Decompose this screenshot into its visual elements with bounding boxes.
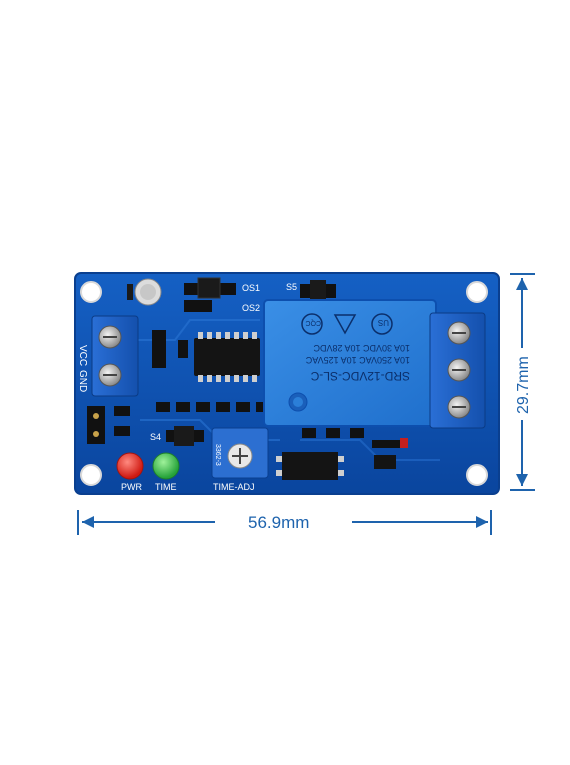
pwr-led [116, 452, 144, 480]
s4-jumper [166, 426, 204, 446]
ul-mark-text: US [378, 318, 389, 327]
ic-chip [194, 332, 260, 382]
time-adj-label: TIME-ADJ [213, 482, 255, 492]
time-label: TIME [155, 482, 177, 492]
height-dimension [510, 273, 535, 491]
cqc-mark-icon: CQC [301, 313, 323, 335]
gnd-label: GND [77, 370, 88, 392]
cqc-mark-text: CQC [305, 319, 321, 326]
mounting-hole [80, 464, 102, 486]
arrow-right-icon [476, 516, 488, 528]
relay-rating-line-1: 10A 250VAC 10A 125VAC [305, 355, 410, 365]
s5-label: S5 [286, 282, 297, 292]
pwr-label: PWR [121, 482, 142, 492]
s5-jumper [300, 280, 336, 300]
pin-header [87, 406, 130, 444]
relay-model-text: SRD-12VDC-SL-C [310, 369, 410, 383]
warning-triangle-icon [333, 314, 357, 335]
s4-label: S4 [150, 432, 161, 442]
potentiometer [211, 427, 269, 479]
width-label: 56.9mm [248, 513, 309, 532]
vcc-label: VCC [77, 345, 88, 366]
os2-label: OS2 [242, 303, 260, 313]
time-led [152, 452, 180, 480]
arrow-up-icon [516, 278, 528, 290]
capacitor [127, 278, 162, 306]
arrow-left-icon [82, 516, 94, 528]
relay-rating-line-2: 10A 30VDC 10A 28VDC [313, 343, 410, 353]
mounting-hole [466, 281, 488, 303]
mounting-hole [466, 464, 488, 486]
output-terminal-block [429, 312, 486, 429]
pot-code-label: 3362-3 [214, 444, 221, 466]
mounting-hole [80, 281, 102, 303]
os1-label: OS1 [242, 283, 260, 293]
smd-diode [152, 330, 166, 368]
os-jumper [184, 277, 236, 312]
height-label: 29.7mm [515, 356, 532, 414]
optocoupler [276, 452, 344, 480]
transistor [372, 438, 408, 469]
arrow-down-icon [516, 474, 528, 486]
ul-mark-icon: US [371, 313, 393, 335]
width-dimension [77, 510, 492, 535]
input-terminal-block [91, 315, 139, 397]
